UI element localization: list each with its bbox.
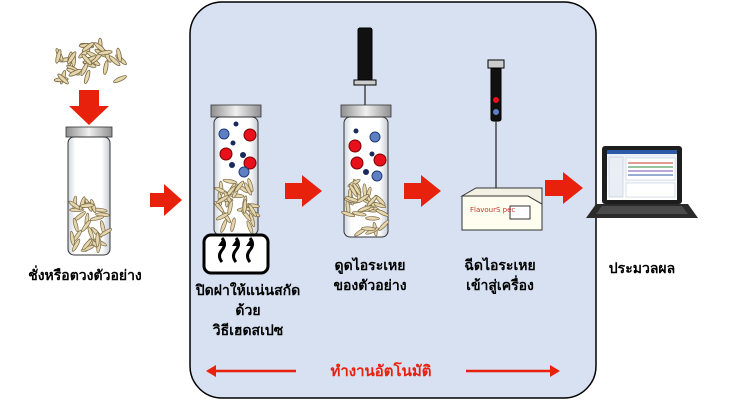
step-label-inject: ฉีดไอระเหย เข้าสู่เครื่อง	[464, 258, 536, 294]
rice-grain	[234, 180, 244, 193]
rice-grain	[357, 205, 372, 213]
rice-grain	[55, 49, 62, 64]
rice-grain	[87, 226, 95, 241]
rice-grain	[374, 194, 386, 206]
step-label-seal-extract: ปิดฝาให้แน่นสกัด ด้วย วิธีเฮดสเปซ	[195, 283, 301, 339]
rice-grain	[68, 68, 83, 77]
arrow-right-icon	[150, 184, 182, 216]
rice-grain	[72, 217, 79, 233]
step-label-process: ประมวลผล	[608, 261, 676, 277]
rice-grain	[375, 208, 389, 217]
vial-open	[65, 126, 113, 256]
flavourspec-instrument: FlavourS pec	[460, 187, 543, 231]
rice-grain	[366, 195, 378, 207]
chromatogram-preview	[628, 162, 673, 176]
rice-grain	[67, 51, 77, 65]
rice-grain	[242, 199, 248, 214]
rice-grain	[97, 50, 113, 56]
rice-grain	[69, 231, 75, 246]
rice-grain	[220, 219, 228, 233]
rice-grain	[247, 178, 254, 193]
rice-grain	[216, 195, 229, 204]
rice-grain	[356, 194, 370, 204]
rice-grain	[99, 228, 113, 237]
rice-grain	[84, 69, 91, 85]
rice-grain	[361, 226, 376, 231]
rice-grain	[227, 200, 233, 216]
rice-grain	[82, 238, 93, 251]
rice-grain	[95, 232, 100, 247]
vial-sampling	[340, 104, 392, 238]
rice-grain	[103, 60, 109, 75]
rice-grain	[81, 219, 91, 232]
heater-icon	[202, 233, 270, 275]
rice-grain	[341, 210, 356, 218]
rice-grain	[213, 200, 225, 213]
instrument-brand-label: FlavourS pec	[470, 206, 515, 214]
rice-grain	[378, 219, 390, 231]
arrow-right-icon	[285, 175, 322, 207]
volatile-particles	[348, 128, 387, 182]
rice-grain	[81, 42, 95, 52]
down-arrow-icon	[69, 90, 109, 125]
injector-syringe-icon	[487, 59, 505, 196]
rice-grain	[222, 178, 238, 184]
rice-grain	[72, 238, 81, 252]
rice-grain	[113, 75, 127, 83]
rice-grain	[230, 217, 236, 232]
rice-grain	[108, 55, 121, 67]
rice-grain	[89, 215, 105, 221]
volatile-particles	[218, 121, 257, 178]
rice-grain	[57, 73, 69, 85]
laptop-icon	[586, 146, 698, 218]
step-label-weigh: ชั่งหรือตวงตัวอย่าง	[28, 268, 142, 284]
arrow-right-icon	[545, 172, 583, 204]
rice-grain	[365, 216, 380, 221]
rice-grain	[81, 53, 93, 66]
rice-grain	[348, 183, 358, 197]
step-label-draw-vapor: ดูดไอระเหย ของตัวอย่าง	[333, 258, 407, 294]
rice-grain	[116, 47, 122, 63]
vial-sealed	[210, 104, 262, 236]
rice-grain-pile	[53, 37, 127, 85]
rice-grain	[248, 204, 257, 217]
arrow-right-icon	[404, 175, 441, 207]
automation-label: ทำงานอัตโนมัติ	[296, 360, 466, 382]
rice-grain	[79, 203, 95, 208]
